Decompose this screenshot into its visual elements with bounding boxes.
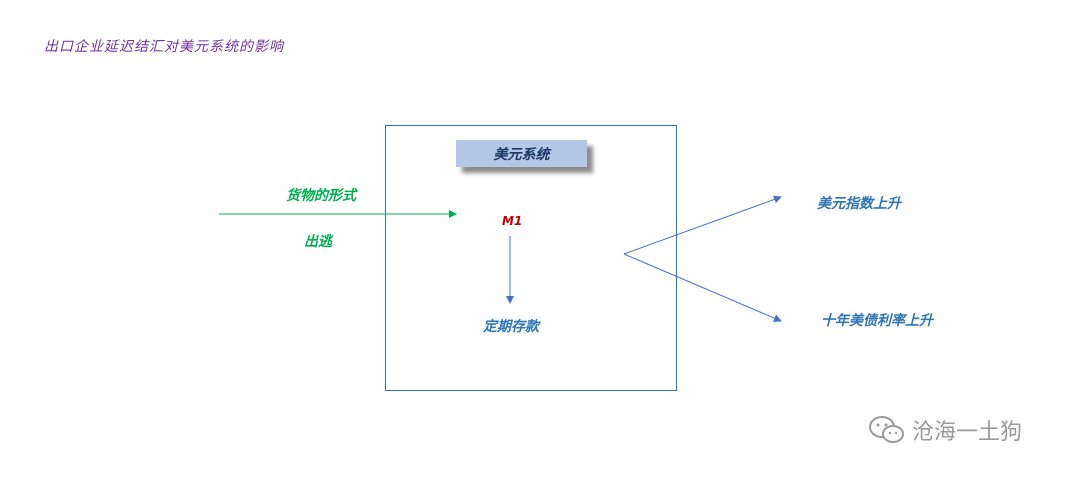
m1-label: M1 — [502, 214, 523, 228]
outcome-treasury-yield: 十年美债利率上升 — [821, 313, 933, 329]
watermark: 沧海一土狗 — [868, 414, 1022, 446]
deposit-label: 定期存款 — [483, 319, 539, 335]
input-label-goods-form: 货物的形式 — [286, 188, 356, 204]
watermark-text: 沧海一土狗 — [912, 420, 1023, 445]
diagram-title: 出口企业延迟结汇对美元系统的影响 — [44, 39, 284, 55]
input-label-outflow: 出逃 — [304, 234, 332, 250]
outcome-usd-index: 美元指数上升 — [817, 196, 901, 212]
treasury-yield-arrow — [623, 253, 782, 322]
usd-system-label: 美元系统 — [456, 140, 587, 167]
usd-index-arrow — [623, 195, 782, 255]
usd-system-frame — [385, 125, 677, 391]
wechat-icon — [869, 416, 904, 443]
